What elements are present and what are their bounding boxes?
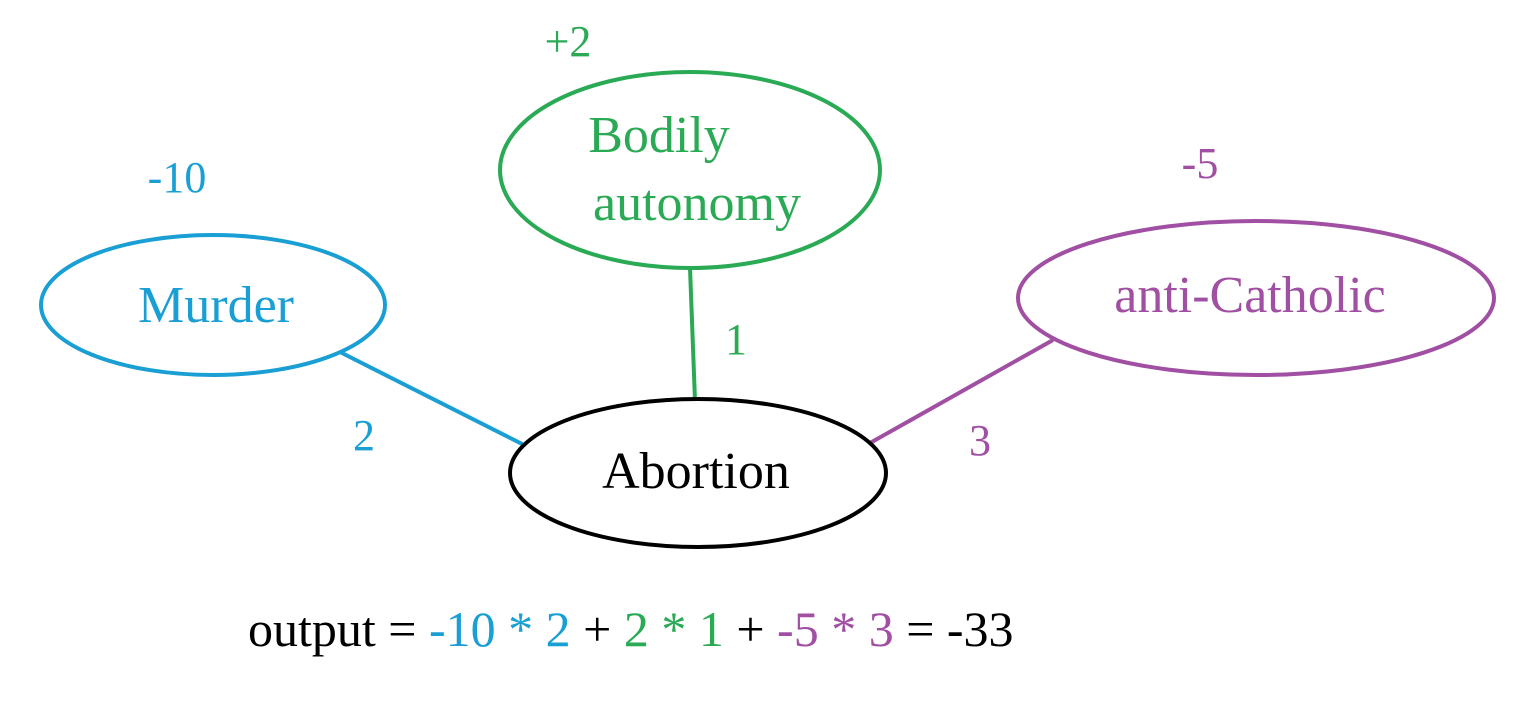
formula-autonomy-term: 2 * 1 <box>624 601 724 657</box>
murder-weight: 2 <box>353 411 375 460</box>
node-murder-label: Murder <box>138 277 294 334</box>
edge-autonomy-abortion <box>688 267 697 402</box>
catholic-weight: 3 <box>969 416 991 465</box>
edge-murder-abortion <box>339 350 529 449</box>
node-autonomy: Bodily autonomy <box>498 70 882 270</box>
node-murder-ellipse <box>39 233 387 377</box>
autonomy-value: +2 <box>545 17 592 66</box>
formula-plus-1: + <box>571 601 624 657</box>
node-catholic: anti-Catholic <box>1016 219 1496 377</box>
formula-catholic-term: -5 * 3 <box>777 601 894 657</box>
node-abortion: Abortion <box>508 397 888 549</box>
node-abortion-label: Abortion <box>602 443 790 500</box>
catholic-value: -5 <box>1182 139 1219 188</box>
output-formula: output = -10 * 2 + 2 * 1 + -5 * 3 = -33 <box>248 601 1014 657</box>
node-abortion-ellipse <box>508 397 888 549</box>
formula-result: -33 <box>947 601 1014 657</box>
node-autonomy-label-line1: Bodily <box>588 107 730 164</box>
node-catholic-ellipse <box>1016 219 1496 377</box>
node-murder: Murder <box>39 233 387 377</box>
formula-plus-2: + <box>724 601 777 657</box>
formula-murder-term: -10 * 2 <box>429 601 571 657</box>
node-autonomy-ellipse <box>498 70 882 270</box>
node-autonomy-label-line2: autonomy <box>593 175 801 232</box>
autonomy-weight: 1 <box>725 315 747 364</box>
edge-catholic-abortion <box>869 338 1054 445</box>
node-catholic-label: anti-Catholic <box>1114 267 1385 324</box>
formula-prefix: output = <box>248 601 429 657</box>
formula-equals: = <box>894 601 947 657</box>
murder-value: -10 <box>148 153 207 202</box>
